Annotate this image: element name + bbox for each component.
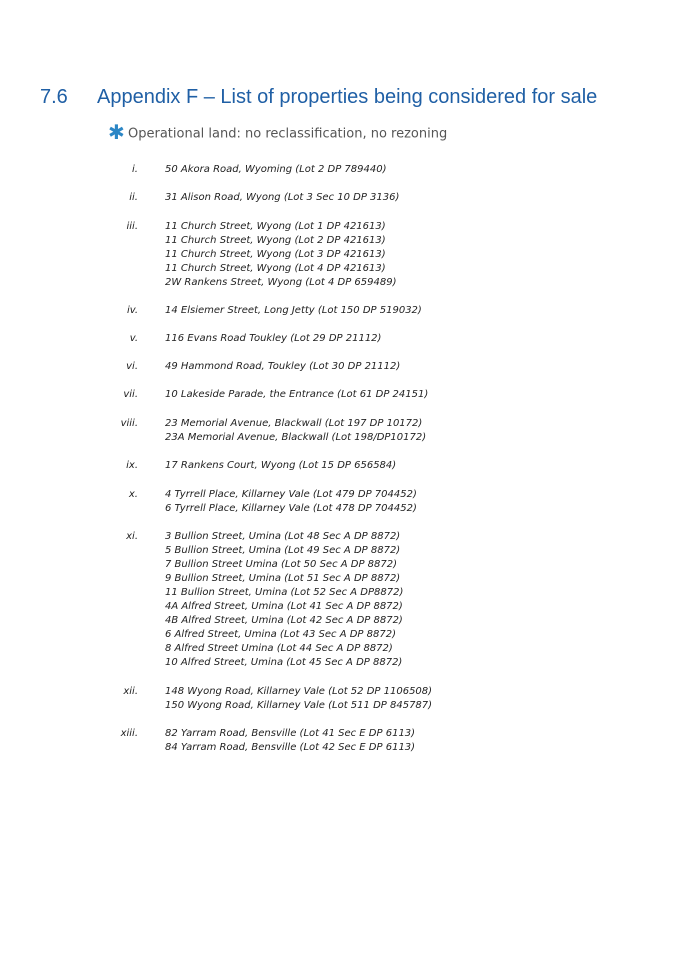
entry-addresses: 3 Bullion Street, Umina (Lot 48 Sec A DP… <box>165 530 403 670</box>
property-address: 11 Church Street, Wyong (Lot 3 DP 421613… <box>165 249 386 260</box>
property-address: 17 Rankens Court, Wyong (Lot 15 DP 65658… <box>165 460 397 471</box>
section-heading: 7.6 Appendix F – List of properties being… <box>40 85 597 109</box>
entry-numeral: ix. <box>126 460 138 471</box>
entry-addresses: 4 Tyrrell Place, Killarney Vale (Lot 479… <box>165 488 417 516</box>
entry-addresses: 11 Church Street, Wyong (Lot 1 DP 421613… <box>165 220 396 290</box>
property-address: 4 Tyrrell Place, Killarney Vale (Lot 479… <box>165 489 417 500</box>
entry-numeral: iv. <box>126 305 138 316</box>
property-address: 6 Tyrrell Place, Killarney Vale (Lot 478… <box>165 503 417 514</box>
entry-numeral: i. <box>132 164 138 175</box>
property-address: 116 Evans Road Toukley (Lot 29 DP 21112) <box>165 333 382 344</box>
property-address: 10 Alfred Street, Umina (Lot 45 Sec A DP… <box>165 657 403 668</box>
property-address: 11 Church Street, Wyong (Lot 2 DP 421613… <box>165 235 386 246</box>
property-address: 11 Bullion Street, Umina (Lot 52 Sec A D… <box>165 587 404 598</box>
entry-numeral: viii. <box>120 418 138 429</box>
entry-addresses: 14 Elsiemer Street, Long Jetty (Lot 150 … <box>165 304 422 318</box>
property-address: 50 Akora Road, Wyoming (Lot 2 DP 789440) <box>165 164 387 175</box>
property-address: 31 Alison Road, Wyong (Lot 3 Sec 10 DP 3… <box>165 192 400 203</box>
entry-numeral: xi. <box>126 531 138 542</box>
property-address: 23 Memorial Avenue, Blackwall (Lot 197 D… <box>165 418 423 429</box>
entry-numeral: xii. <box>123 686 138 697</box>
property-address: 14 Elsiemer Street, Long Jetty (Lot 150 … <box>165 305 422 316</box>
property-address: 11 Church Street, Wyong (Lot 4 DP 421613… <box>165 263 386 274</box>
land-category-text: Operational land: no reclassification, n… <box>128 126 448 142</box>
entry-numeral: vii. <box>123 389 138 400</box>
entry-numeral: vi. <box>126 361 138 372</box>
entry-addresses: 49 Hammond Road, Toukley (Lot 30 DP 2111… <box>165 360 400 374</box>
property-address: 11 Church Street, Wyong (Lot 1 DP 421613… <box>165 221 386 232</box>
property-address: 5 Bullion Street, Umina (Lot 49 Sec A DP… <box>165 545 401 556</box>
property-address: 84 Yarram Road, Bensville (Lot 42 Sec E … <box>165 742 416 753</box>
property-address: 150 Wyong Road, Killarney Vale (Lot 511 … <box>165 700 433 711</box>
property-address: 49 Hammond Road, Toukley (Lot 30 DP 2111… <box>165 361 401 372</box>
entry-addresses: 23 Memorial Avenue, Blackwall (Lot 197 D… <box>165 417 426 445</box>
entry-addresses: 82 Yarram Road, Bensville (Lot 41 Sec E … <box>165 727 415 755</box>
land-category-heading: ✱Operational land: no reclassification, … <box>108 120 448 144</box>
property-address: 8 Alfred Street Umina (Lot 44 Sec A DP 8… <box>165 643 393 654</box>
property-address: 82 Yarram Road, Bensville (Lot 41 Sec E … <box>165 728 416 739</box>
entry-addresses: 17 Rankens Court, Wyong (Lot 15 DP 65658… <box>165 459 396 473</box>
entry-numeral: x. <box>128 489 138 500</box>
property-address: 23A Memorial Avenue, Blackwall (Lot 198/… <box>165 432 427 443</box>
section-number: 7.6 <box>40 86 68 108</box>
entry-addresses: 116 Evans Road Toukley (Lot 29 DP 21112) <box>165 332 381 346</box>
entry-numeral: v. <box>129 333 138 344</box>
asterisk-icon: ✱ <box>108 120 125 144</box>
property-address: 6 Alfred Street, Umina (Lot 43 Sec A DP … <box>165 629 396 640</box>
property-address: 4B Alfred Street, Umina (Lot 42 Sec A DP… <box>165 615 403 626</box>
property-address: 10 Lakeside Parade, the Entrance (Lot 61… <box>165 389 429 400</box>
property-address: 7 Bullion Street Umina (Lot 50 Sec A DP … <box>165 559 398 570</box>
entry-numeral: ii. <box>129 192 138 203</box>
entry-numeral: iii. <box>126 221 138 232</box>
section-title: Appendix F – List of properties being co… <box>97 86 598 108</box>
entry-addresses: 31 Alison Road, Wyong (Lot 3 Sec 10 DP 3… <box>165 191 399 205</box>
entry-numeral: xiii. <box>120 728 138 739</box>
property-address: 4A Alfred Street, Umina (Lot 41 Sec A DP… <box>165 601 403 612</box>
entry-addresses: 148 Wyong Road, Killarney Vale (Lot 52 D… <box>165 685 432 713</box>
entry-addresses: 50 Akora Road, Wyoming (Lot 2 DP 789440) <box>165 163 387 177</box>
property-address: 9 Bullion Street, Umina (Lot 51 Sec A DP… <box>165 573 401 584</box>
property-address: 3 Bullion Street, Umina (Lot 48 Sec A DP… <box>165 531 401 542</box>
entry-addresses: 10 Lakeside Parade, the Entrance (Lot 61… <box>165 388 428 402</box>
property-address: 2W Rankens Street, Wyong (Lot 4 DP 65948… <box>165 277 397 288</box>
property-address: 148 Wyong Road, Killarney Vale (Lot 52 D… <box>165 686 433 697</box>
